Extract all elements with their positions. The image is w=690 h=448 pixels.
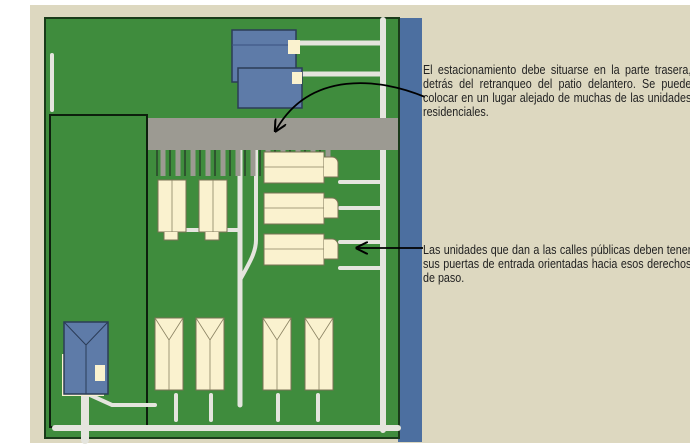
parking-note: El estacionamiento debe situarse en la p… — [423, 63, 690, 119]
parking-arrow — [276, 82, 426, 130]
street-strip — [398, 18, 422, 442]
walkways — [50, 17, 401, 444]
unit-roof-lines — [154, 166, 334, 390]
front-corner-building — [62, 321, 109, 396]
parking-lot — [148, 118, 398, 176]
rear-building — [231, 29, 303, 109]
street-units-note: Las unidades que dan a las calles públic… — [423, 243, 690, 285]
